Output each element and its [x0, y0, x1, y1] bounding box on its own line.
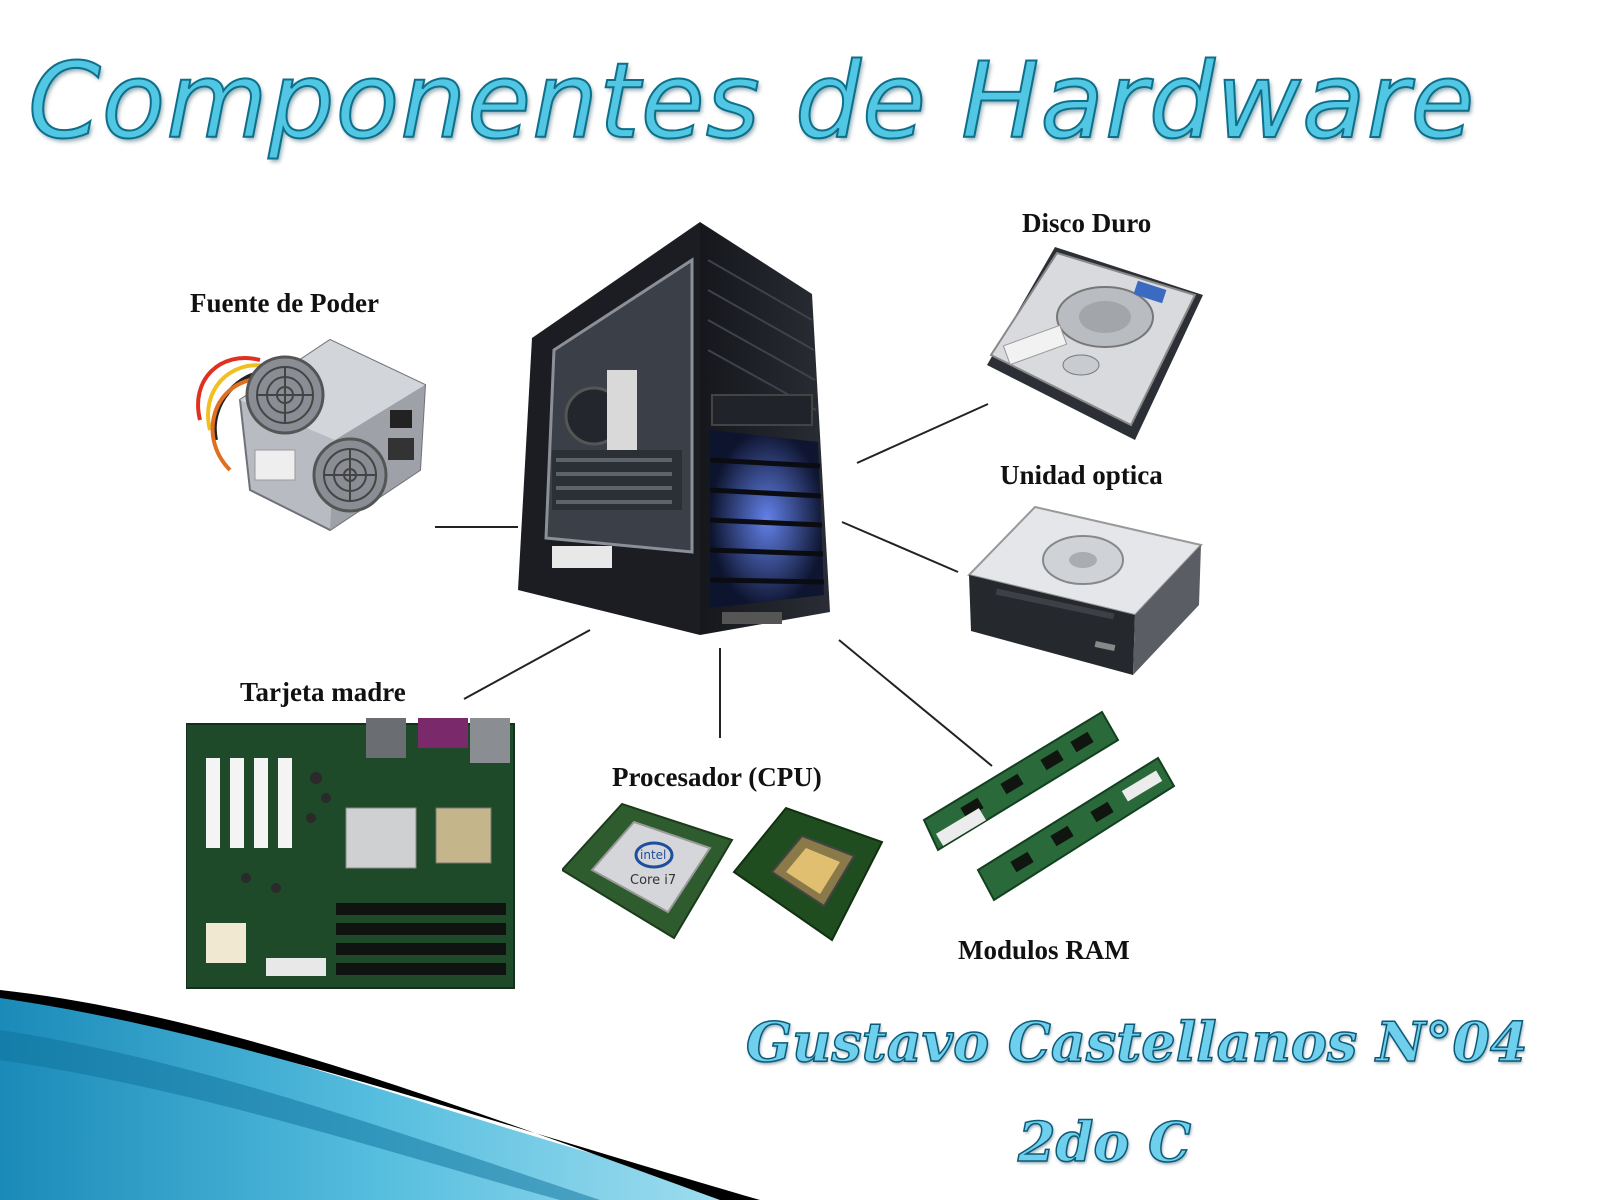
optical-drive-icon [965, 505, 1205, 680]
label-optical-drive: Unidad optica [1000, 460, 1163, 490]
signature-name: Gustavo Castellanos N°04 [745, 1009, 1528, 1075]
svg-text:Core i7: Core i7 [630, 873, 676, 888]
case-icon [512, 220, 847, 648]
label-cpu: Procesador (CPU) [612, 762, 822, 792]
label-motherboard: Tarjeta madre [240, 677, 406, 707]
label-power-supply: Fuente de Poder [190, 288, 379, 318]
connector-ram [838, 639, 993, 767]
connector-motherboard [463, 629, 591, 700]
slide-title: Componentes de Hardware [27, 39, 1476, 163]
cpu-icon: intel Core i7 [562, 800, 892, 945]
motherboard-icon [186, 718, 516, 990]
ram-icon [922, 710, 1192, 910]
label-ram: Modulos RAM [958, 935, 1130, 965]
swoosh-decoration [0, 990, 760, 1200]
label-hard-disk: Disco Duro [1022, 208, 1152, 238]
signature-class: 2do C [1017, 1109, 1192, 1175]
connector-optical [841, 521, 959, 573]
hard-disk-icon [985, 245, 1205, 443]
connector-hard-disk [856, 403, 989, 464]
power-supply-icon [180, 330, 430, 540]
svg-text:intel: intel [640, 848, 666, 862]
